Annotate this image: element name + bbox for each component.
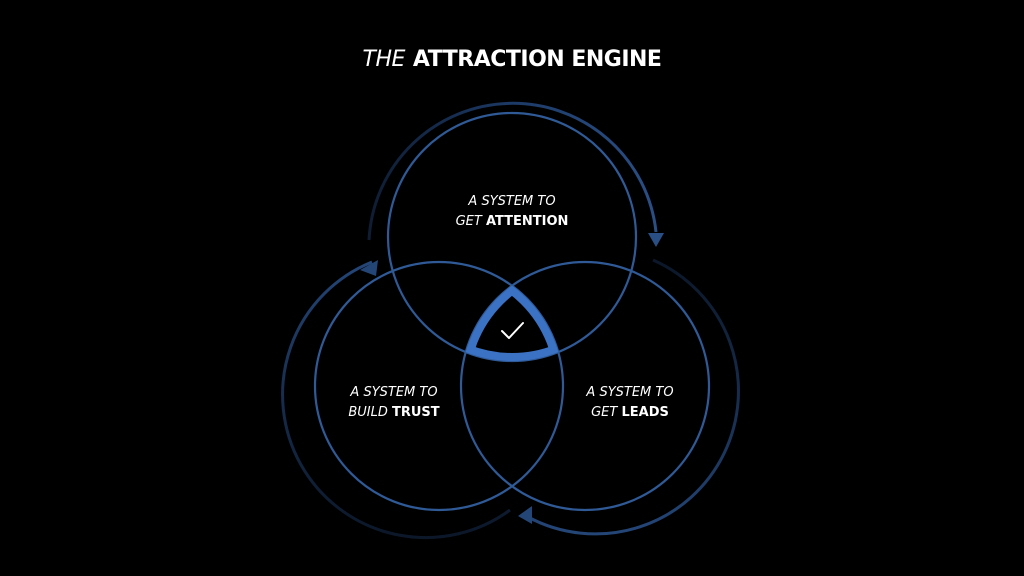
label-trust: A SYSTEM TO BUILD TRUST	[294, 383, 494, 423]
checkmark-icon	[501, 322, 524, 339]
center-intersection-highlight	[461, 262, 563, 361]
label-trust-line1: A SYSTEM TO	[350, 385, 438, 400]
label-leads: A SYSTEM TO GET LEADS	[530, 383, 730, 423]
label-leads-line2: GET LEADS	[591, 405, 669, 420]
cycle-arrows	[281, 101, 740, 540]
label-leads-line1: A SYSTEM TO	[586, 385, 674, 400]
label-trust-line2: BUILD TRUST	[348, 405, 440, 420]
arc-arrow-right	[527, 258, 740, 536]
arc-arrow-top	[367, 101, 658, 241]
label-attention-line2: GET ATTENTION	[455, 214, 569, 229]
label-attention-line1: A SYSTEM TO	[468, 194, 556, 209]
label-attention: A SYSTEM TO GET ATTENTION	[412, 192, 612, 232]
circle-trust	[313, 260, 565, 512]
arrowhead-top	[648, 233, 664, 247]
title-light: THE	[362, 47, 406, 72]
arc-arrow-left	[281, 260, 511, 540]
arrowhead-right	[518, 506, 532, 524]
circle-attention	[386, 111, 638, 363]
title-bold: ATTRACTION ENGINE	[412, 47, 662, 72]
arrowhead-left	[360, 260, 378, 276]
circle-leads	[459, 260, 711, 512]
